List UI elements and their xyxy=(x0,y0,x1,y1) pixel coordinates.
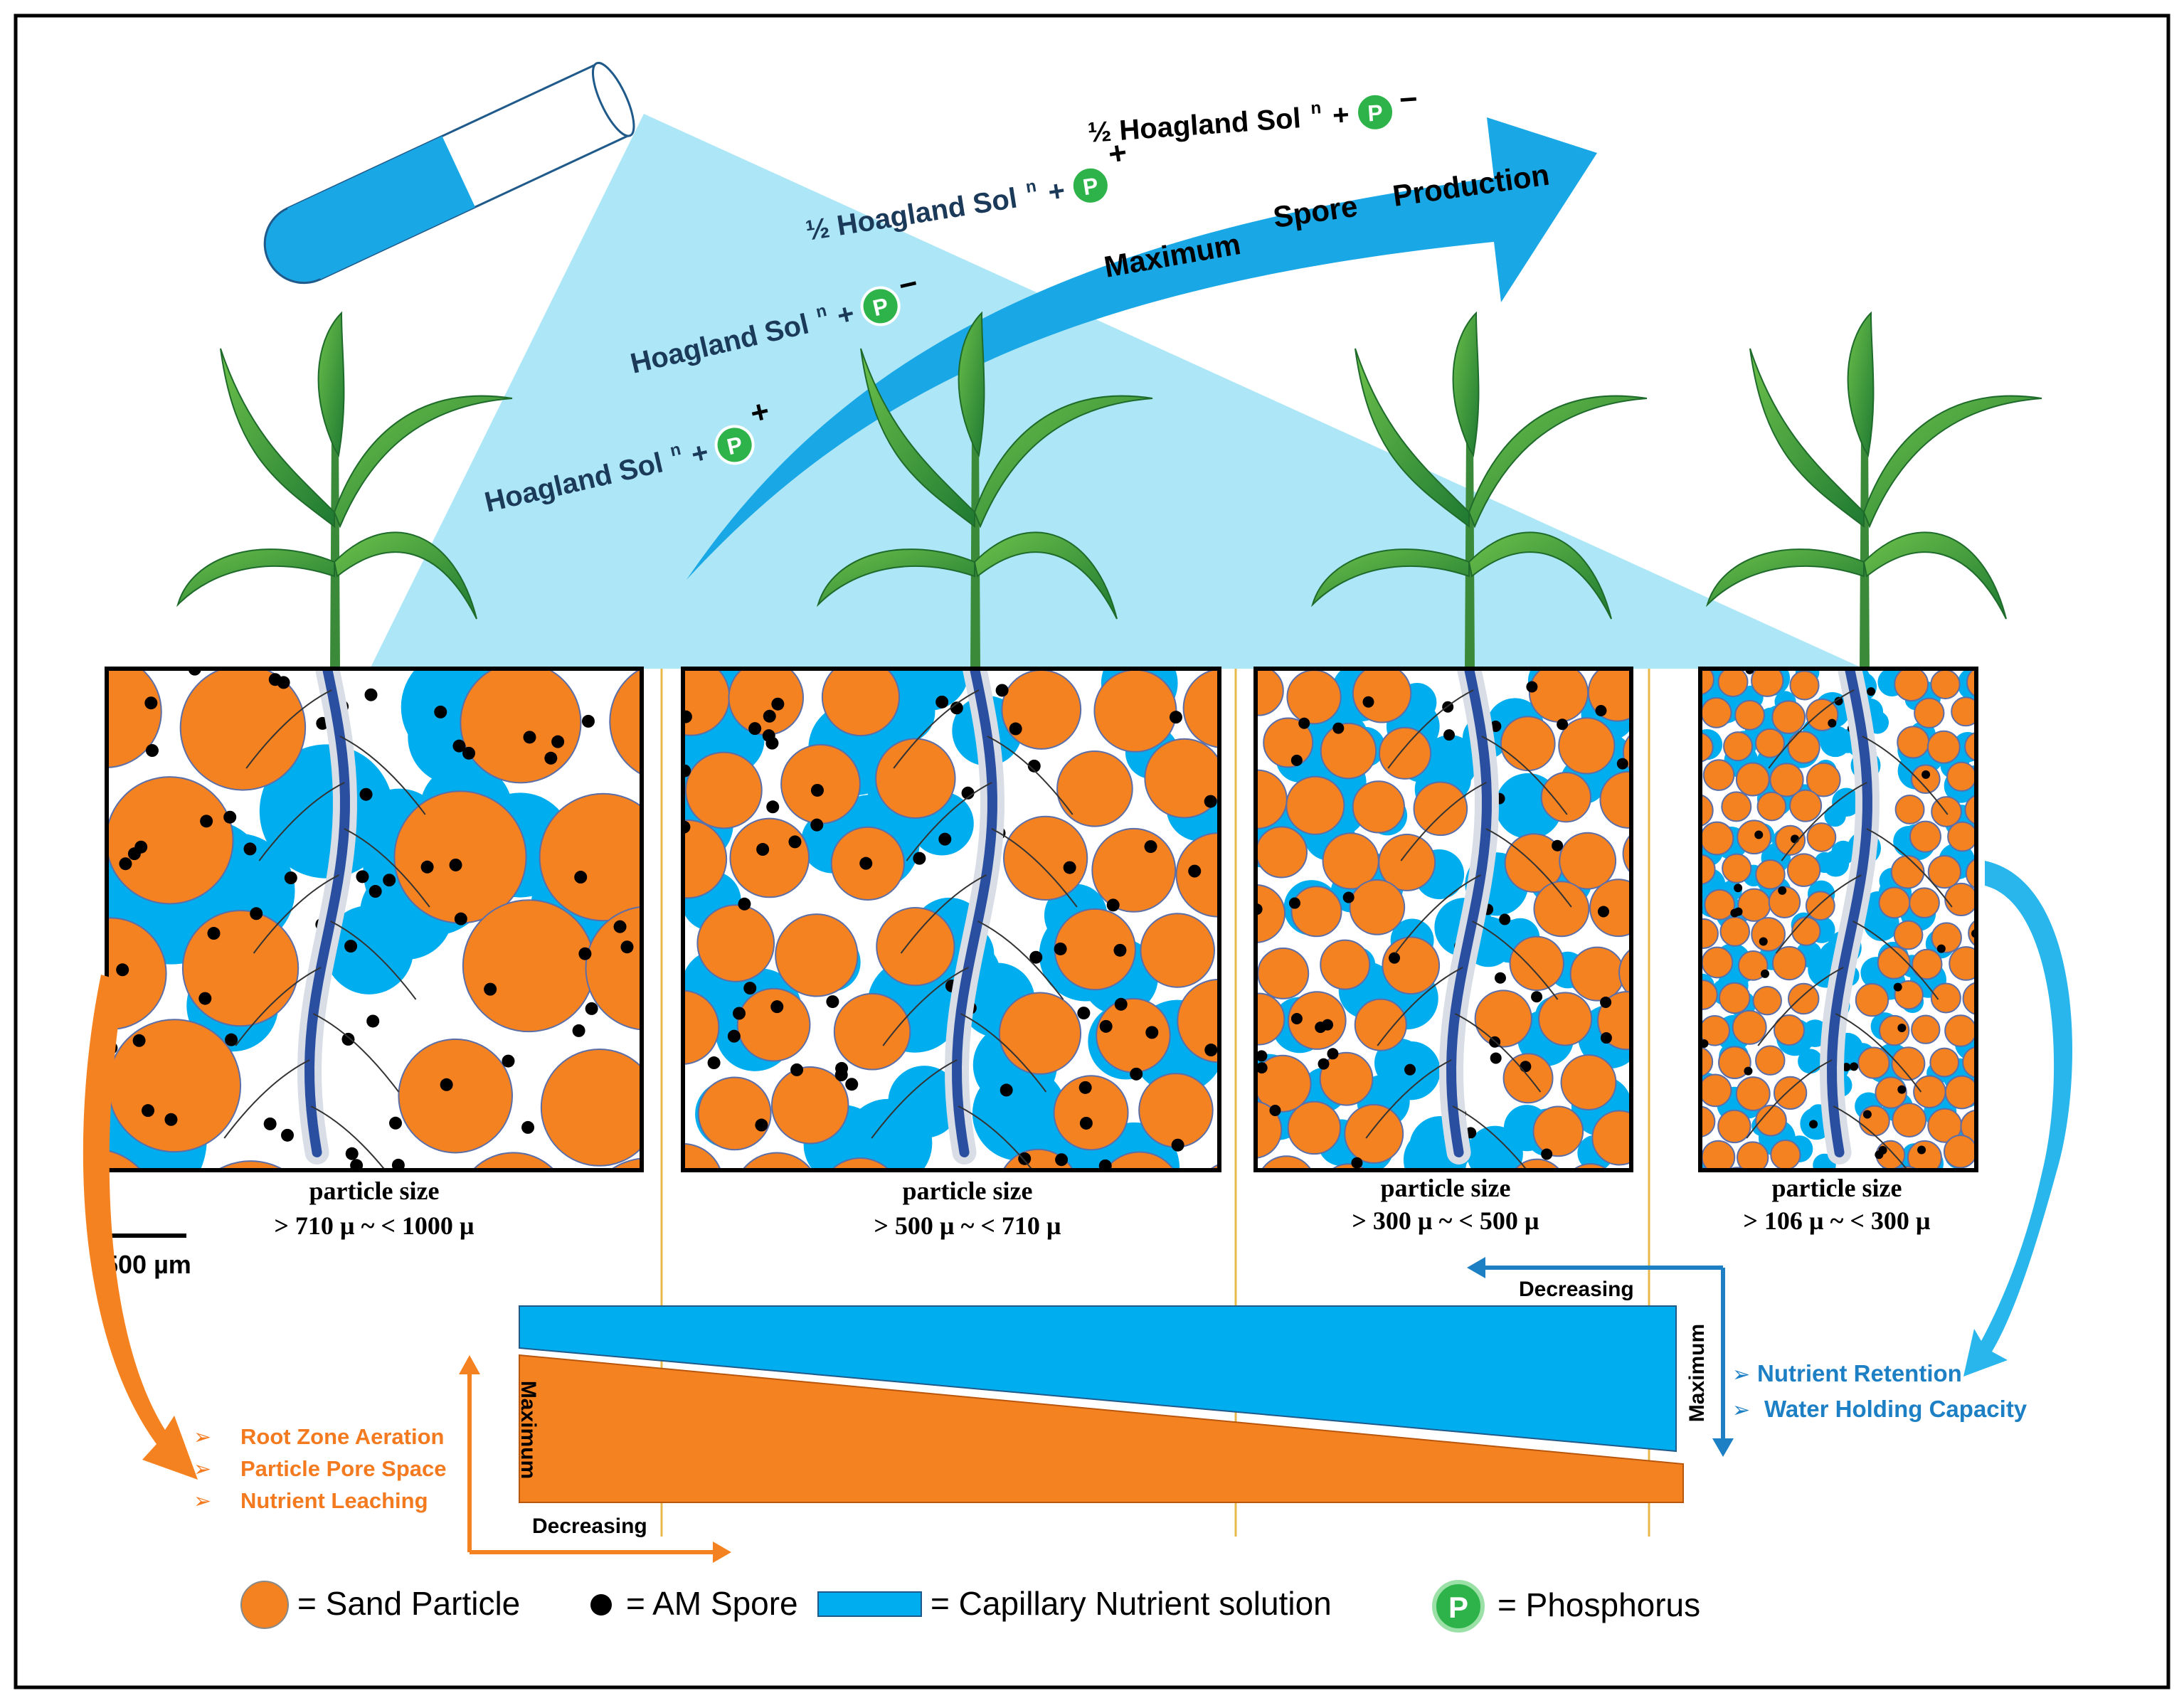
right-property-list: ➢ Nutrient Retention ➢ Water Holding Cap… xyxy=(1732,1360,2027,1422)
soil-panel-3 xyxy=(1253,667,1633,1172)
spore-production-arrow xyxy=(687,117,1597,580)
am-spore-icon xyxy=(590,1594,612,1616)
svg-text:Root Zone Aeration: Root Zone Aeration xyxy=(240,1424,444,1449)
soil-panel-4 xyxy=(1698,667,1978,1172)
svg-text:➢: ➢ xyxy=(194,1458,211,1481)
scale-bar-label: 500 µm xyxy=(104,1250,191,1279)
phosphorus-icon xyxy=(860,286,901,327)
svg-text:particle size: particle size xyxy=(903,1177,1033,1205)
svg-text:particle size: particle size xyxy=(1381,1174,1511,1202)
am-spores xyxy=(683,684,1218,1170)
corn-plant-icon xyxy=(1705,311,2042,669)
svg-text:−: − xyxy=(1398,82,1419,118)
sand-particles xyxy=(1256,669,1631,1170)
svg-text:➢: ➢ xyxy=(194,1426,211,1449)
svg-text:Nutrient Leaching: Nutrient Leaching xyxy=(240,1488,428,1513)
svg-text:n: n xyxy=(1024,176,1038,197)
svg-text:> 500 µ ~ < 710 µ: > 500 µ ~ < 710 µ xyxy=(874,1211,1061,1240)
sand-particles xyxy=(107,669,642,1170)
corn-plant-icon xyxy=(176,311,513,669)
phosphorus-icon xyxy=(1355,92,1396,132)
svg-text:➢: ➢ xyxy=(194,1490,211,1513)
right-axis-maximum-label: Maximum xyxy=(1685,1324,1709,1422)
right-curved-arrow xyxy=(1963,861,2073,1376)
plant-root xyxy=(1365,669,1572,1170)
legend-spore-label: = AM Spore xyxy=(626,1585,798,1622)
phosphorus-icon xyxy=(1070,165,1110,206)
legend: = Sand Particle = AM Spore = Capillary N… xyxy=(240,1580,1700,1633)
legend-phosphorus-label: = Phosphorus xyxy=(1497,1586,1700,1623)
legend-capillary-label: = Capillary Nutrient solution xyxy=(931,1585,1332,1622)
svg-text:+: + xyxy=(1332,99,1350,132)
svg-text:n: n xyxy=(668,440,682,461)
panel-caption-2: particle size > 500 µ ~ < 710 µ xyxy=(874,1177,1061,1240)
plant-root xyxy=(223,669,430,1170)
soil-panel-2 xyxy=(681,667,1221,1172)
capillary-solution-icon xyxy=(817,1591,922,1617)
right-axis-decreasing-label: Decreasing xyxy=(1519,1278,1634,1301)
svg-text:> 300 µ ~ < 500 µ: > 300 µ ~ < 500 µ xyxy=(1352,1206,1539,1235)
svg-text:P: P xyxy=(1448,1591,1468,1624)
right-axis xyxy=(1467,1257,1734,1457)
svg-text:P: P xyxy=(1367,100,1384,126)
svg-text:Particle Pore Space: Particle Pore Space xyxy=(240,1456,447,1481)
svg-text:➢: ➢ xyxy=(1732,1399,1750,1422)
left-property-list: ➢ Root Zone Aeration ➢ Particle Pore Spa… xyxy=(194,1424,447,1513)
phosphorus-icon xyxy=(714,425,755,465)
plant-root xyxy=(871,669,1078,1170)
spray-cone xyxy=(370,114,1864,669)
svg-text:n: n xyxy=(1310,98,1322,118)
corn-plant-icon xyxy=(1310,311,1648,669)
panel-caption-3: particle size > 300 µ ~ < 500 µ xyxy=(1352,1174,1539,1235)
left-axis-maximum-label: Maximum xyxy=(516,1381,540,1479)
left-axis xyxy=(459,1355,731,1563)
phosphorus-icon xyxy=(1432,1580,1485,1633)
svg-text:n: n xyxy=(814,301,828,322)
legend-sand-label: = Sand Particle xyxy=(297,1585,520,1622)
svg-text:> 106 µ ~ < 300 µ: > 106 µ ~ < 300 µ xyxy=(1743,1206,1930,1235)
svg-text:particle size: particle size xyxy=(1772,1174,1902,1202)
left-axis-decreasing-label: Decreasing xyxy=(532,1514,647,1538)
capillary-wedge xyxy=(519,1305,1677,1453)
svg-text:particle size: particle size xyxy=(309,1177,440,1205)
sand-particle-icon xyxy=(240,1581,289,1629)
panel-caption-1: particle size > 710 µ ~ < 1000 µ xyxy=(274,1177,474,1240)
test-tube-icon xyxy=(263,61,635,285)
svg-text:Nutrient Retention: Nutrient Retention xyxy=(1757,1360,1962,1386)
sand-particles xyxy=(1700,669,1976,1170)
aeration-wedge xyxy=(519,1354,1684,1503)
plant-root xyxy=(1746,669,1953,1170)
panel-caption-4: particle size > 106 µ ~ < 300 µ xyxy=(1743,1174,1930,1235)
svg-text:Water Holding Capacity: Water Holding Capacity xyxy=(1764,1396,2027,1422)
corn-plant-icon xyxy=(816,311,1153,669)
svg-text:➢: ➢ xyxy=(1732,1363,1750,1386)
left-curved-arrow xyxy=(83,975,198,1480)
soil-panel-1 xyxy=(105,667,644,1172)
svg-text:> 710 µ ~ < 1000 µ: > 710 µ ~ < 1000 µ xyxy=(274,1211,474,1240)
